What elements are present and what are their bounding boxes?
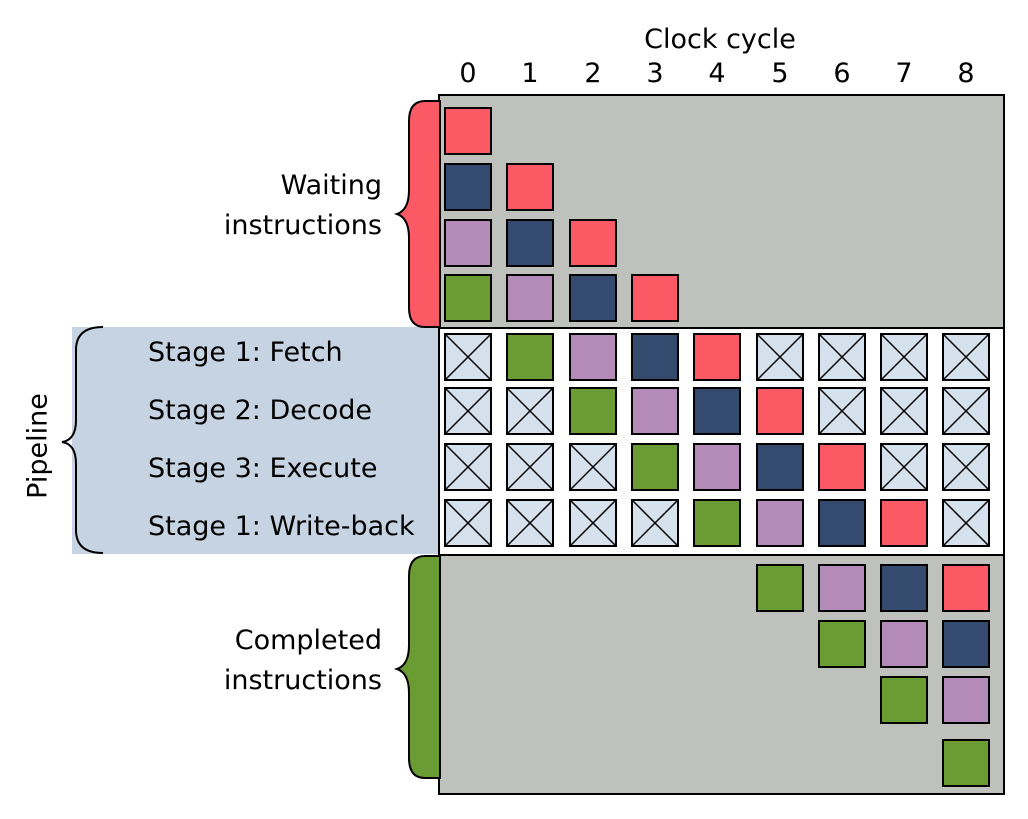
completed-slot-red bbox=[942, 564, 990, 612]
empty-slot bbox=[880, 387, 928, 435]
stage-label-decode: Stage 2: Decode bbox=[148, 395, 372, 426]
waiting-slot-navy bbox=[506, 219, 554, 267]
completed-instructions-label: Completed instructions bbox=[224, 621, 382, 701]
completed-label-line1: Completed bbox=[234, 625, 382, 656]
waiting-slot-navy bbox=[444, 163, 492, 211]
stage-slot-navy bbox=[818, 499, 866, 547]
waiting-slot-navy bbox=[569, 274, 617, 322]
empty-slot bbox=[880, 443, 928, 491]
completed-slot-navy bbox=[880, 564, 928, 612]
waiting-slot-purple bbox=[444, 219, 492, 267]
stage-slot-purple bbox=[631, 387, 679, 435]
empty-slot bbox=[942, 443, 990, 491]
completed-slot-navy bbox=[942, 620, 990, 668]
completed-slot-green bbox=[818, 620, 866, 668]
completed-label-line2: instructions bbox=[223, 665, 382, 696]
stage-slot-green bbox=[631, 443, 679, 491]
stage-slot-purple bbox=[569, 333, 617, 381]
empty-slot bbox=[444, 333, 492, 381]
stage-label-write-back: Stage 1: Write-back bbox=[148, 511, 415, 542]
waiting-brace-icon bbox=[393, 100, 441, 328]
stage-slot-navy bbox=[756, 443, 804, 491]
waiting-label-line2: instructions bbox=[223, 210, 382, 241]
pipeline-brace-icon bbox=[61, 326, 104, 554]
stage-slot-navy bbox=[693, 387, 741, 435]
waiting-slot-red bbox=[569, 219, 617, 267]
cycle-number-6: 6 bbox=[833, 58, 851, 89]
completed-slot-green bbox=[942, 739, 990, 787]
empty-slot bbox=[506, 443, 554, 491]
cycle-number-7: 7 bbox=[895, 58, 913, 89]
waiting-slot-red bbox=[444, 107, 492, 155]
stage-slot-red bbox=[756, 387, 804, 435]
waiting-slot-green bbox=[444, 274, 492, 322]
empty-slot bbox=[631, 499, 679, 547]
stage-slot-purple bbox=[756, 499, 804, 547]
stage-label-execute: Stage 3: Execute bbox=[148, 453, 378, 484]
empty-slot bbox=[942, 333, 990, 381]
empty-slot bbox=[444, 387, 492, 435]
empty-slot bbox=[444, 443, 492, 491]
waiting-label-line1: Waiting bbox=[280, 170, 382, 201]
stage-label-fetch: Stage 1: Fetch bbox=[148, 337, 343, 368]
stage-slot-purple bbox=[693, 443, 741, 491]
empty-slot bbox=[506, 499, 554, 547]
empty-slot bbox=[942, 387, 990, 435]
completed-slot-purple bbox=[942, 676, 990, 724]
empty-slot bbox=[444, 499, 492, 547]
completed-slot-purple bbox=[818, 564, 866, 612]
waiting-slot-red bbox=[506, 163, 554, 211]
cycle-number-3: 3 bbox=[646, 58, 664, 89]
empty-slot bbox=[942, 499, 990, 547]
cycle-number-5: 5 bbox=[771, 58, 789, 89]
empty-slot bbox=[756, 333, 804, 381]
completed-slot-green bbox=[880, 676, 928, 724]
empty-slot bbox=[569, 443, 617, 491]
completed-slot-purple bbox=[880, 620, 928, 668]
stage-slot-red bbox=[880, 499, 928, 547]
stage-slot-navy bbox=[631, 333, 679, 381]
cycle-number-0: 0 bbox=[459, 58, 477, 89]
waiting-slot-purple bbox=[506, 274, 554, 322]
waiting-slot-red bbox=[631, 274, 679, 322]
stage-slot-green bbox=[506, 333, 554, 381]
cycle-number-8: 8 bbox=[957, 58, 975, 89]
completed-slot-green bbox=[756, 564, 804, 612]
cycle-number-4: 4 bbox=[708, 58, 726, 89]
cycle-number-1: 1 bbox=[521, 58, 539, 89]
stage-slot-red bbox=[693, 333, 741, 381]
empty-slot bbox=[818, 333, 866, 381]
pipeline-background bbox=[72, 327, 440, 554]
waiting-instructions-label: Waiting instructions bbox=[224, 166, 382, 246]
stage-slot-green bbox=[693, 499, 741, 547]
completed-brace-icon bbox=[393, 555, 441, 779]
empty-slot bbox=[818, 387, 866, 435]
empty-slot bbox=[880, 333, 928, 381]
clock-cycle-title: Clock cycle bbox=[644, 24, 796, 55]
empty-slot bbox=[506, 387, 554, 435]
cycle-number-2: 2 bbox=[584, 58, 602, 89]
stage-slot-red bbox=[818, 443, 866, 491]
stage-slot-green bbox=[569, 387, 617, 435]
empty-slot bbox=[569, 499, 617, 547]
